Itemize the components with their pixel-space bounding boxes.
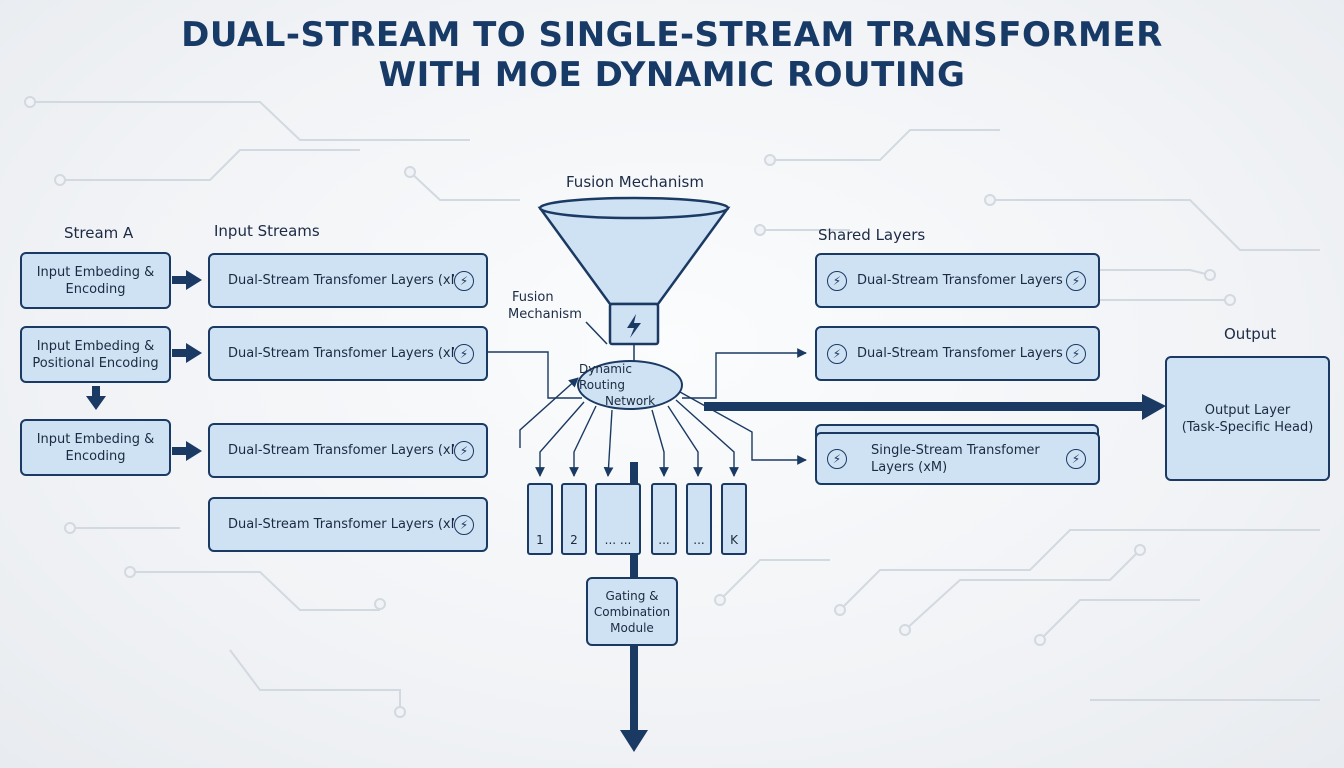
gating-line-1: Gating & — [605, 588, 659, 603]
input-transformer-layer-3[interactable]: Dual-Stream Transfomer Layers (xN⚡ — [208, 423, 488, 478]
output-line-2: (Task-Specific Head) — [1181, 419, 1314, 435]
output-line-1: Output Layer — [1204, 402, 1291, 418]
shared-transformer-layer-1[interactable]: ⚡Dual-Stream Transfomer Layers (x⚡ — [815, 253, 1100, 308]
embedding-line-2: Encoding — [65, 448, 126, 464]
layer-label: Dual-Stream Transfomer Layers (x — [857, 273, 1066, 288]
layer-label: Dual-Stream Transfomer Layers (xN — [228, 273, 454, 288]
lightning-bolt-icon: ⚡ — [454, 343, 474, 364]
expert-k[interactable]: K — [721, 483, 747, 555]
layer-label: Dual-Stream Transfomer Layers (xN — [228, 443, 454, 458]
diagram-title-line-2: WITH MOE DYNAMIC ROUTING — [378, 55, 966, 95]
layer-label: Dual-Stream Transfomer Layers (xN — [228, 517, 454, 532]
router-line-2: Network — [604, 394, 656, 408]
lightning-bolt-icon: ⚡ — [454, 514, 474, 535]
stream-a-label: Stream A — [64, 224, 134, 242]
lightning-bolt-icon: ⚡ — [827, 270, 847, 291]
expert-2[interactable]: 2 — [561, 483, 587, 555]
layer-label: Dual-Stream Transfomer Layers (x — [857, 346, 1066, 361]
input-transformer-layer-1[interactable]: Dual-Stream Transfomer Layers (xN⚡ — [208, 253, 488, 308]
diagram-title-line-1: DUAL-STREAM TO SINGLE-STREAM TRANSFORMER — [181, 15, 1163, 55]
expert-1[interactable]: 1 — [527, 483, 553, 555]
embed-to-layer-arrows — [86, 270, 202, 461]
dynamic-routing-network[interactable]: Dynamic Routing Network — [577, 360, 683, 410]
lightning-bolt-icon: ⚡ — [454, 440, 474, 461]
output-label: Output — [1224, 325, 1277, 343]
input-transformer-layer-4[interactable]: Dual-Stream Transfomer Layers (xN⚡ — [208, 497, 488, 552]
lightning-bolt-icon: ⚡ — [1066, 343, 1086, 364]
fusion-side-label-1: Fusion — [512, 290, 554, 305]
funnel-icon — [537, 196, 731, 346]
fusion-mechanism-label: Fusion Mechanism — [566, 173, 704, 191]
input-embedding-box-3[interactable]: Input Embeding &Encoding — [20, 419, 171, 476]
embedding-line-1: Input Embeding & — [36, 338, 155, 354]
single-stream-line-2: Layers (xM) — [871, 459, 948, 475]
lightning-bolt-icon: ⚡ — [1066, 448, 1086, 469]
shared-layers-label: Shared Layers — [818, 226, 926, 244]
input-embedding-box-1[interactable]: Input Embeding &Encoding — [20, 252, 171, 309]
lightning-bolt-icon: ⚡ — [827, 343, 847, 364]
fusion-side-label-2: Mechanism — [508, 307, 582, 322]
gating-line-3: Module — [610, 620, 654, 635]
lightning-bolt-icon: ⚡ — [454, 270, 474, 291]
embedding-line-1: Input Embeding & — [36, 431, 155, 447]
lightning-bolt-icon: ⚡ — [827, 448, 847, 469]
single-stream-line-1: Single-Stream Transfomer — [871, 442, 1040, 458]
funnel-bolt-icon — [627, 314, 641, 338]
embedding-line-2: Positional Encoding — [32, 355, 159, 371]
output-layer-box[interactable]: Output Layer(Task-Specific Head) — [1165, 356, 1330, 481]
expert-3[interactable]: ... ... — [595, 483, 641, 555]
input-embedding-box-2[interactable]: Input Embeding &Positional Encoding — [20, 326, 171, 383]
lightning-bolt-icon: ⚡ — [1066, 270, 1086, 291]
layer-label: Dual-Stream Transfomer Layers (xN — [228, 346, 454, 361]
embedding-line-2: Encoding — [65, 281, 126, 297]
shared-transformer-layer-2[interactable]: ⚡Dual-Stream Transfomer Layers (x⚡ — [815, 326, 1100, 381]
input-transformer-layer-2[interactable]: Dual-Stream Transfomer Layers (xN⚡ — [208, 326, 488, 381]
gating-line-2: Combination — [593, 604, 671, 619]
embedding-line-1: Input Embeding & — [36, 264, 155, 280]
router-line-1: Dynamic Routing — [579, 362, 632, 392]
expert-5[interactable]: ... — [686, 483, 712, 555]
input-streams-label: Input Streams — [214, 222, 320, 240]
expert-4[interactable]: ... — [651, 483, 677, 555]
